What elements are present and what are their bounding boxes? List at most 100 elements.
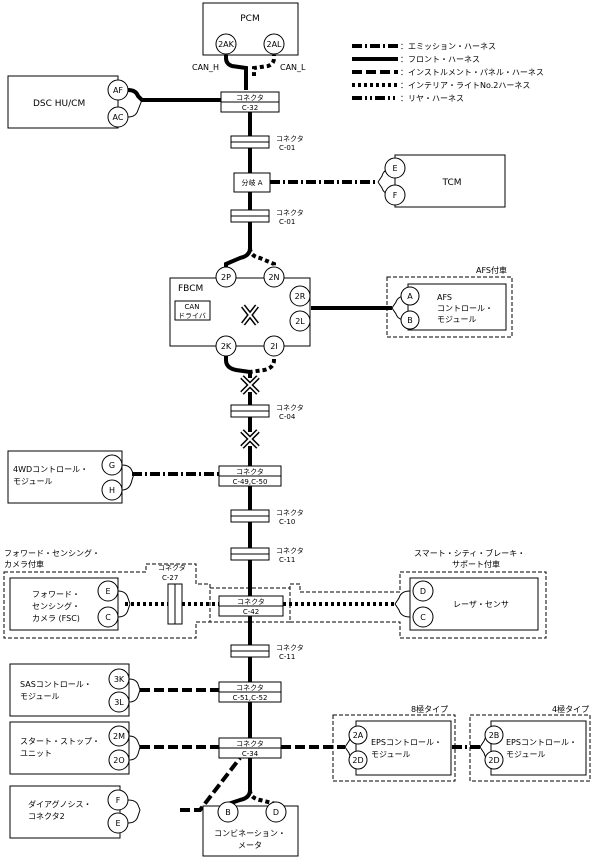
c27-l2: C-27 — [162, 574, 178, 582]
diag-pin-f: F — [116, 796, 121, 805]
c11a-l2: C-11 — [279, 556, 295, 564]
fbcm-pin-2p: 2P — [221, 273, 231, 282]
combi-pin-b: B — [225, 808, 231, 817]
diag-l1: ダイアグノシス・ — [28, 799, 91, 809]
c27-l1: コネクタ — [158, 563, 186, 572]
c49-l2: C-49,C-50 — [233, 478, 268, 486]
sas-l1: SASコントロール・ — [20, 680, 92, 689]
fsc-tag-l2: カメラ付車 — [4, 559, 44, 569]
fbcm-pin-2l: 2L — [295, 317, 305, 326]
branch-a: 分岐 A — [233, 172, 271, 193]
awd-pin-g: G — [109, 461, 115, 470]
scbs-tag-l1: スマート・シティ・ブレーキ・ — [414, 548, 525, 558]
eps-4pole-module: 4極タイプ EPSコントロール・ モジュール 2B 2D — [469, 704, 591, 782]
c51-l2: C-51,C-52 — [233, 694, 268, 702]
c51-l1: コネクタ — [236, 683, 264, 692]
startstop-pin-2m: 2M — [113, 732, 125, 741]
c04-l1: コネクタ — [276, 403, 304, 412]
sas-module: SASコントロール・ モジュール 3K 3L — [9, 663, 130, 717]
can-l-label: CAN_L — [280, 63, 306, 72]
connector-c34: コネクタ C-34 — [218, 737, 282, 759]
awd-module: 4WDコントロール・ モジュール G H — [7, 450, 123, 504]
afs-module: AFS付車 AFS コントロール・ モジュール A B — [386, 265, 513, 338]
c42-l2: C-42 — [243, 608, 259, 616]
afs-pin-b: B — [407, 316, 413, 325]
fsc-camera-module: フォワード・ センシング・ カメラ (FSC) E C — [9, 577, 119, 631]
combination-meter: コンビネーション・ メータ B D — [202, 801, 299, 857]
legend-engine-harness: ：エミッション・ハーネス — [400, 42, 496, 51]
c34-l1: コネクタ — [236, 739, 264, 748]
fbcm-can-driver-2: ドライバ — [178, 312, 206, 320]
sas-pin-3l: 3L — [114, 698, 124, 707]
eps4-l1: EPSコントロール・ — [506, 738, 577, 747]
connector-c01-upper: コネクタ C-01 — [230, 134, 304, 152]
connector-c49-c50: コネクタ C-49,C-50 — [218, 465, 282, 487]
fsc-pin-e: E — [105, 587, 110, 596]
fsc-tag-l1: フォワード・センシング・ — [4, 548, 100, 558]
legend: ：エミッション・ハーネス ：フロント・ハーネス ：インストルメント・パネル・ハー… — [352, 42, 544, 103]
eps8-tag: 8極タイプ — [411, 704, 448, 714]
eps-8pole-module: 8極タイプ EPSコントロール・ モジュール 2A 2D — [332, 704, 456, 782]
connector-c10: コネクタ C-10 — [230, 508, 304, 526]
eps4-pin-2b: 2B — [489, 731, 500, 740]
eps8-l1: EPSコントロール・ — [371, 738, 442, 747]
fbcm-label: FBCM — [178, 284, 203, 294]
eps4-l2: モジュール — [506, 750, 545, 759]
eps4-pin-2d: 2D — [488, 756, 499, 765]
dsc-pin-ac: AC — [113, 113, 124, 122]
dsc-module: DSC HU/CM AF AC — [7, 75, 129, 129]
cross-mark-icon — [241, 304, 259, 326]
combi-pin-d: D — [273, 808, 279, 817]
startstop-l1: スタート・ストップ・ — [20, 737, 100, 746]
eps8-pin-2a: 2A — [353, 731, 364, 740]
tcm-pin-f: F — [393, 191, 398, 200]
pcm-label: PCM — [240, 14, 259, 24]
tcm-label: TCM — [441, 178, 461, 188]
tcm-module: TCM E F — [384, 154, 506, 208]
fsc-pin-c: C — [105, 613, 111, 622]
connector-c42: コネクタ C-42 — [218, 595, 284, 617]
c01a-l1: コネクタ — [276, 134, 304, 143]
startstop-pin-2o: 2O — [113, 756, 124, 765]
laser-label: レーザ・センサ — [453, 600, 509, 609]
afs-l1: AFS — [437, 293, 452, 302]
dsc-label: DSC HU/CM — [33, 99, 85, 109]
c11b-l2: C-11 — [279, 653, 295, 661]
connector-c11-upper: コネクタ C-11 — [230, 546, 304, 564]
laser-pin-c: C — [420, 613, 426, 622]
diag-l2: コネクタ2 — [28, 812, 65, 821]
c10-l2: C-10 — [279, 518, 295, 526]
c01a-l2: C-01 — [279, 144, 295, 152]
awd-l2: モジュール — [13, 477, 52, 486]
tcm-pin-e: E — [392, 164, 397, 173]
legend-rear-harness: ：リヤ・ハーネス — [400, 94, 464, 103]
fbcm-pin-2i: 2I — [270, 342, 277, 351]
fsc-l2: センシング・ — [32, 601, 80, 611]
cross-mark-icon — [240, 375, 260, 395]
afs-tag: AFS付車 — [476, 265, 507, 275]
fbcm-pin-2r: 2R — [295, 292, 306, 301]
c49-l1: コネクタ — [236, 467, 264, 476]
fbcm-module: FBCM CAN ドライバ 2P 2N 2R 2L 2K 2I — [169, 266, 311, 357]
eps8-pin-2d: 2D — [352, 756, 363, 765]
awd-l1: 4WDコントロール・ — [13, 465, 88, 474]
c10-l1: コネクタ — [276, 508, 304, 517]
afs-pin-a: A — [407, 292, 413, 301]
startstop-l2: ユニット — [20, 749, 52, 758]
afs-l2: コントロール・ — [437, 304, 493, 313]
c11b-l1: コネクタ — [276, 643, 304, 652]
c42-l1: コネクタ — [237, 597, 265, 606]
eps4-tag: 4極タイプ — [552, 704, 589, 714]
connector-c51-c52: コネクタ C-51,C-52 — [218, 681, 282, 703]
c34-l2: C-34 — [242, 750, 259, 758]
fbcm-pin-2k: 2K — [221, 342, 232, 351]
cross-mark-icon — [240, 429, 260, 449]
legend-instrument-panel-harness: ：インストルメント・パネル・ハーネス — [400, 68, 544, 77]
connector-c27: コネクタ C-27 — [158, 563, 186, 625]
awd-pin-h: H — [109, 486, 115, 495]
c32-l2: C-32 — [242, 104, 258, 112]
combi-l1: コンビネーション・ — [214, 829, 286, 838]
c01b-l2: C-01 — [279, 218, 295, 226]
pcm-pin-2ak: 2AK — [218, 40, 235, 49]
